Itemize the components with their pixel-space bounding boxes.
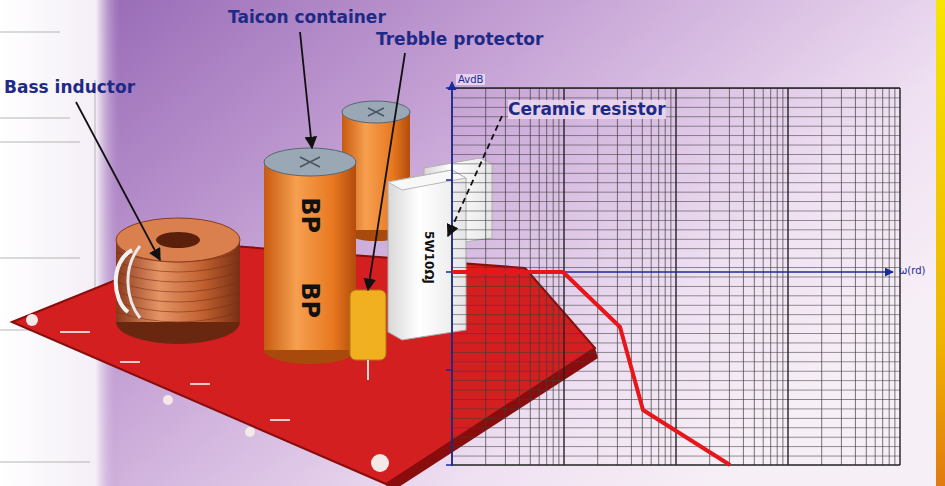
document-strip xyxy=(0,0,120,486)
axis-label: AvdB xyxy=(456,74,485,85)
axis-label: ω(rd) xyxy=(897,265,927,276)
component-marking: 5W10ΩJ xyxy=(421,232,434,285)
callout-label: Trebble protector xyxy=(376,30,543,49)
callout-label: Bass inductor xyxy=(4,78,135,97)
capacitor xyxy=(264,148,356,364)
edge-bar xyxy=(936,0,945,486)
callout-label: Taicon container xyxy=(228,8,386,27)
component-marking: BP xyxy=(297,282,323,318)
callout-label: Ceramic resistor xyxy=(508,100,666,119)
inductor-coil xyxy=(116,218,240,344)
response-curve xyxy=(452,272,730,465)
bode-grid xyxy=(452,88,900,465)
component-marking: BP xyxy=(297,197,323,233)
treble-protector xyxy=(350,290,386,380)
plot-axes xyxy=(446,82,893,466)
leader-lines xyxy=(76,32,502,290)
